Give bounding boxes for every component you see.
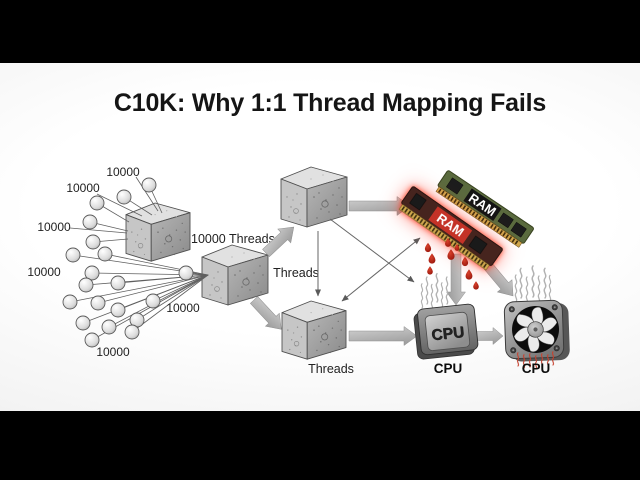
blood-drop bbox=[465, 269, 473, 280]
client-node bbox=[101, 319, 117, 335]
ram-stick-red: RAM bbox=[398, 186, 503, 271]
client-node bbox=[75, 315, 91, 331]
letterbox-bottom bbox=[0, 411, 640, 480]
client-count-label: 10000 bbox=[27, 265, 61, 279]
arrow-server-to-threads-top bbox=[262, 226, 295, 258]
client-count-label: 10000 bbox=[66, 181, 100, 195]
heat-wave bbox=[537, 275, 541, 304]
client-cloud bbox=[62, 177, 194, 348]
heat-waves-cpu bbox=[420, 272, 449, 311]
client-node bbox=[82, 214, 98, 230]
blood-drop bbox=[447, 249, 455, 260]
thread-cube-bottom bbox=[281, 300, 347, 360]
heat-wave bbox=[425, 276, 429, 305]
client-count-label: 10000 bbox=[96, 345, 130, 359]
client-count-label: 10000 bbox=[106, 165, 140, 179]
client-node bbox=[110, 275, 126, 291]
client-node bbox=[145, 293, 161, 309]
fan-blades bbox=[514, 307, 558, 352]
slide-title: C10K: Why 1:1 Thread Mapping Fails bbox=[113, 89, 547, 117]
blood-drop bbox=[428, 253, 436, 264]
diagram-canvas: 10000 10000 10000 10000 10000 10000 1000… bbox=[27, 165, 570, 376]
cpu-fan-caption: CPU bbox=[522, 361, 551, 376]
fan-screws bbox=[508, 304, 560, 354]
ram-chip bbox=[510, 221, 527, 238]
arrow-server-to-threads-bottom bbox=[249, 296, 282, 330]
heat-wave bbox=[548, 274, 552, 302]
svg-text:CPU: CPU bbox=[431, 324, 465, 344]
server-cube-1 bbox=[125, 202, 191, 262]
heat-wave bbox=[519, 267, 523, 299]
client-node bbox=[97, 246, 113, 262]
arrow-threads-to-cpu bbox=[348, 326, 418, 346]
server-threads-label: 10000 Threads bbox=[191, 232, 275, 246]
arrow-ram-to-cpu bbox=[446, 253, 466, 306]
cpu-fan bbox=[503, 299, 570, 362]
client-node bbox=[110, 302, 126, 318]
thread-pool-top-label: Threads bbox=[273, 266, 319, 280]
ram-chip bbox=[497, 212, 514, 229]
arrow-threads-top-to-cpu bbox=[329, 218, 415, 283]
client-node bbox=[141, 177, 157, 193]
ram-label-plate bbox=[428, 206, 473, 245]
heat-wave bbox=[420, 283, 424, 309]
heat-wave bbox=[514, 274, 518, 303]
ram-chip bbox=[468, 235, 488, 255]
slide-canvas: C10K: Why 1:1 Thread Mapping Fails bbox=[0, 63, 640, 411]
arrow-cpu-to-fan bbox=[476, 326, 504, 346]
client-node bbox=[90, 295, 106, 311]
ram-stick-green: RAM bbox=[435, 170, 534, 248]
client-node bbox=[65, 247, 81, 263]
ram-chip bbox=[445, 177, 464, 195]
client-node bbox=[178, 265, 194, 281]
client-node bbox=[124, 324, 140, 340]
letterbox-top bbox=[0, 0, 640, 63]
heat-waves-fan bbox=[514, 265, 552, 305]
client-node bbox=[78, 277, 94, 293]
client-node bbox=[85, 234, 101, 250]
client-count-label: 10000 bbox=[166, 301, 200, 315]
heat-wave bbox=[440, 282, 444, 308]
heat-wave bbox=[435, 272, 439, 303]
client-node bbox=[116, 189, 132, 205]
arrow-threads-to-ram bbox=[348, 196, 411, 216]
client-count-label: 10000 bbox=[37, 220, 71, 234]
ram-chip bbox=[409, 193, 427, 211]
thread-cube-top bbox=[280, 166, 348, 228]
cpu-chip-caption: CPU bbox=[434, 361, 463, 376]
heat-wave bbox=[525, 276, 529, 305]
heat-wave bbox=[543, 267, 547, 299]
blood-drop bbox=[473, 281, 479, 290]
client-node bbox=[89, 195, 105, 211]
heat-wave bbox=[445, 276, 449, 305]
blood-drop bbox=[461, 256, 469, 267]
cpu-chip-face-text: CPU bbox=[431, 324, 465, 344]
cpu-chip: CPU CPU bbox=[413, 303, 479, 360]
client-node bbox=[84, 265, 100, 281]
heat-wave bbox=[430, 283, 434, 311]
client-node bbox=[62, 294, 78, 310]
heat-wave bbox=[531, 265, 535, 298]
arrow-ram-to-fan bbox=[483, 262, 514, 297]
server-cube-2 bbox=[201, 244, 269, 306]
arrow-threads-bottom-to-ram bbox=[341, 237, 421, 302]
blood-drop bbox=[427, 266, 433, 275]
ram-label-plate bbox=[463, 188, 502, 222]
blood-drop bbox=[424, 242, 432, 253]
thread-pool-bottom-label: Threads bbox=[308, 362, 354, 376]
client-node bbox=[84, 332, 100, 348]
